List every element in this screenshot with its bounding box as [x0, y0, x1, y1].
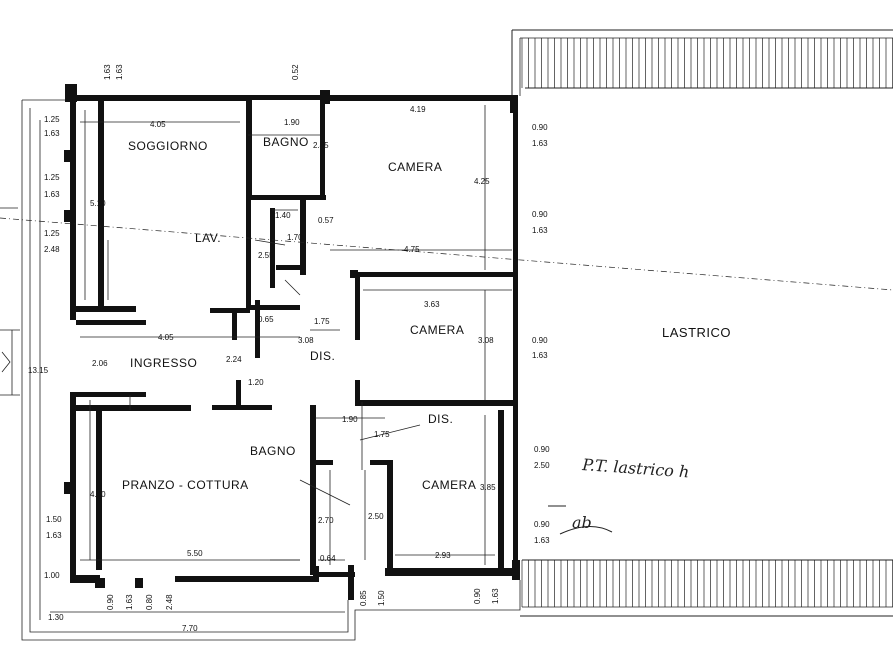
dimension-label: 1.90 [342, 415, 358, 424]
handwritten-line-2: ab [572, 513, 592, 532]
dimension-label: 0.90 [473, 588, 482, 604]
dimension-label: 5.50 [187, 549, 203, 558]
dimension-label: 2.48 [165, 594, 174, 610]
dimension-label: 1.63 [103, 64, 112, 80]
dimension-label: 2.06 [92, 359, 108, 368]
dimension-label: 1.63 [491, 588, 500, 604]
dimension-label: 0.52 [291, 64, 300, 80]
room-ingresso: INGRESSO [130, 356, 197, 370]
dimension-label: 1.63 [44, 190, 60, 199]
dimension-label: 0.90 [532, 210, 548, 219]
dimension-label: 0.90 [534, 520, 550, 529]
dimension-label: 1.70 [287, 233, 303, 242]
dimension-label: 1.63 [46, 531, 62, 540]
dimension-label: 4.75 [404, 245, 420, 254]
dimension-label: 0.80 [145, 594, 154, 610]
dimension-label: 2.50 [534, 461, 550, 470]
room-dis-1: DIS. [310, 349, 335, 363]
room-camera-2: CAMERA [410, 323, 464, 337]
handwritten-line-1: P.T. lastrico h [581, 455, 690, 481]
dimension-label: 1.00 [44, 571, 60, 580]
room-lav: LAV. [195, 231, 221, 245]
dimension-label: 1.63 [532, 226, 548, 235]
dimension-label: 0.90 [532, 336, 548, 345]
dimension-label: 0.90 [532, 123, 548, 132]
dimension-label: 1.20 [248, 378, 264, 387]
room-pranzo-cottura: PRANZO - COTTURA [122, 478, 249, 492]
dimension-label: 1.63 [44, 129, 60, 138]
dimension-label: 1.25 [44, 173, 60, 182]
handwritten-note: P.T. lastrico h ab [548, 455, 690, 535]
dimension-label: 3.63 [424, 300, 440, 309]
dimension-label: 0.90 [534, 445, 550, 454]
interior-lines [50, 105, 512, 613]
dimension-label: 7.70 [182, 624, 198, 633]
outer-boundary [0, 99, 521, 641]
dimension-label: 1.90 [284, 118, 300, 127]
dimension-label: 2.55 [258, 251, 274, 260]
dimension-label: 4.00 [90, 490, 106, 499]
lastrico-hatch [511, 29, 893, 617]
dimension-label: 2.45 [313, 141, 329, 150]
walls [64, 84, 520, 600]
dimension-label: 1.25 [44, 115, 60, 124]
dimension-labels: 4.05 1.90 4.19 0.90 1.63 1.25 1.63 2.45 … [28, 64, 550, 633]
dimension-label: 1.63 [115, 64, 124, 80]
dimension-label: 5.10 [90, 199, 106, 208]
dimension-label: 4.25 [474, 177, 490, 186]
room-bagno-2: BAGNO [250, 444, 296, 458]
dimension-label: 1.50 [377, 590, 386, 606]
dimension-label: 4.05 [150, 120, 166, 129]
room-soggiorno: SOGGIORNO [128, 139, 208, 153]
dimension-label: 2.48 [44, 245, 60, 254]
dimension-label: 4.19 [410, 105, 426, 114]
room-dis-2: DIS. [428, 412, 453, 426]
dimension-label: 1.75 [374, 430, 390, 439]
dimension-label: 13.15 [28, 366, 49, 375]
room-lastrico: LASTRICO [662, 325, 731, 340]
dimension-label: 3.08 [478, 336, 494, 345]
dimension-label: 0.65 [258, 315, 274, 324]
dimension-label: 4.05 [158, 333, 174, 342]
dimension-label: 0.64 [320, 554, 336, 563]
dimension-label: 1.40 [275, 211, 291, 220]
room-labels: SOGGIORNO BAGNO CAMERA LAV. CAMERA INGRE… [122, 135, 731, 492]
dimension-label: 0.90 [106, 594, 115, 610]
handwritten-scribble [559, 526, 613, 535]
dimension-label: 1.63 [532, 139, 548, 148]
dimension-label: 1.50 [46, 515, 62, 524]
dimension-label: 1.63 [125, 594, 134, 610]
dimension-label: 1.63 [532, 351, 548, 360]
dimension-label: 2.93 [435, 551, 451, 560]
dimension-label: 0.85 [359, 590, 368, 606]
dimension-label: 3.85 [480, 483, 496, 492]
dimension-label: 2.70 [318, 516, 334, 525]
room-camera-3: CAMERA [422, 478, 476, 492]
dimension-label: 2.24 [226, 355, 242, 364]
section-line [0, 217, 893, 291]
room-camera-1: CAMERA [388, 160, 442, 174]
dimension-label: 3.08 [298, 336, 314, 345]
room-bagno-1: BAGNO [263, 135, 309, 149]
dimension-label: 0.57 [318, 216, 334, 225]
dimension-label: 1.63 [534, 536, 550, 545]
dimension-label: 1.75 [314, 317, 330, 326]
dimension-label: 1.25 [44, 229, 60, 238]
dimension-label: 2.50 [368, 512, 384, 521]
dimension-label: 1.30 [48, 613, 64, 622]
